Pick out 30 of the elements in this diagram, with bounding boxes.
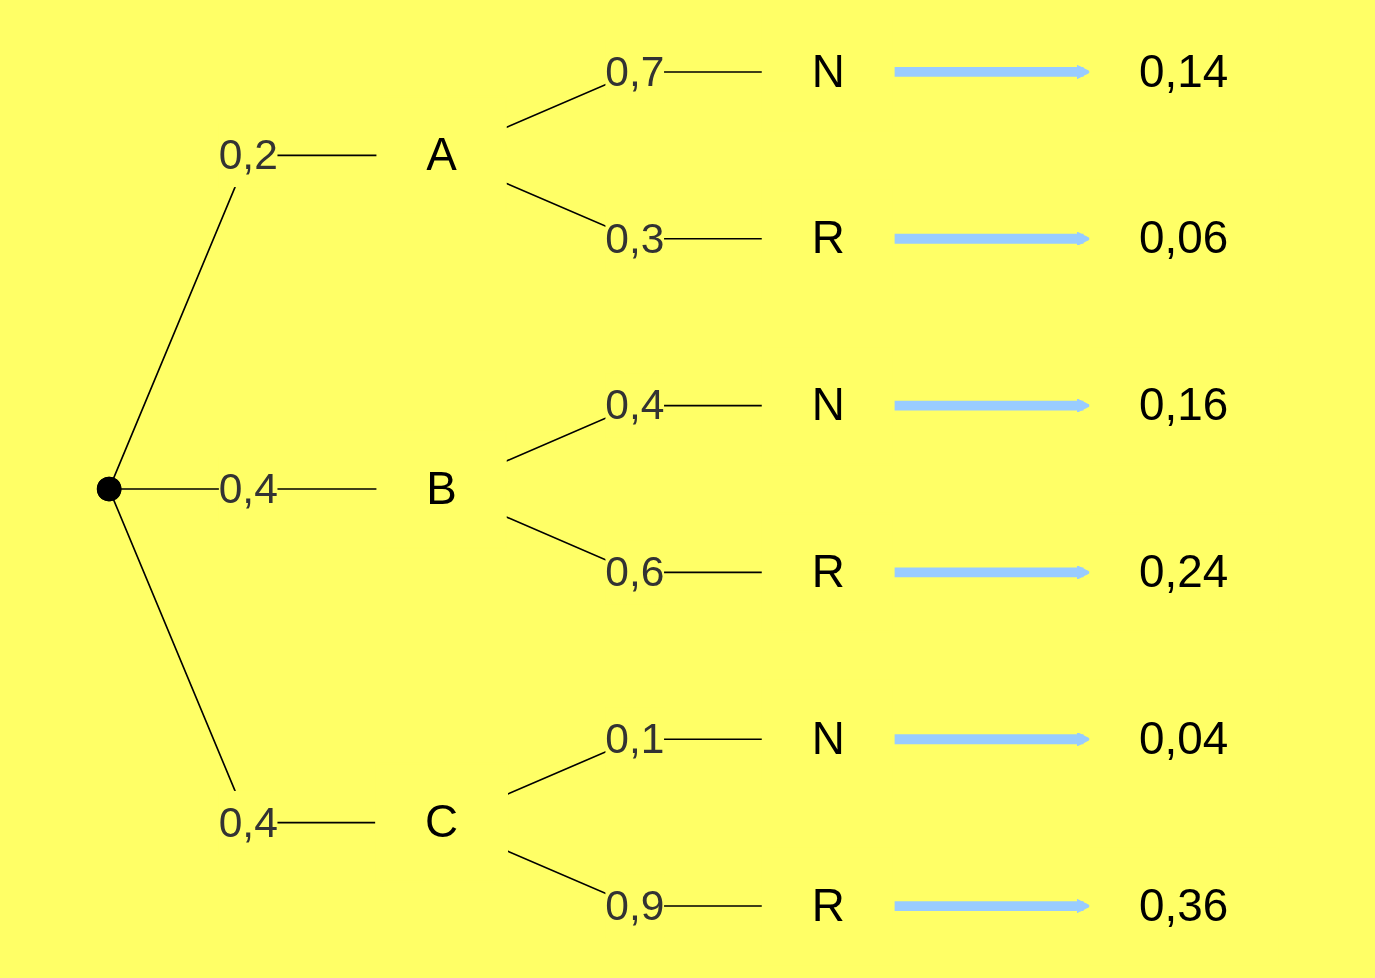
node-text: 0,06 xyxy=(1139,212,1229,264)
node-text: 0,16 xyxy=(1139,379,1229,431)
node-text: R xyxy=(811,212,845,264)
node-text: C xyxy=(425,796,459,848)
edge-label: 0,4 xyxy=(218,797,278,847)
arrow xyxy=(893,565,1091,580)
edge-label: 0,4 xyxy=(605,380,665,430)
node-text: N xyxy=(811,379,845,431)
node-text: 0,36 xyxy=(1139,879,1229,931)
edge-label: 0,2 xyxy=(218,130,278,180)
edge-label: 0,7 xyxy=(605,46,665,96)
node-text: B xyxy=(426,462,457,514)
node-text: A xyxy=(426,129,457,180)
node-text: 0,14 xyxy=(1139,45,1229,97)
arrow xyxy=(893,898,1091,914)
edge-label: 0,4 xyxy=(218,463,278,513)
node-text: 0,24 xyxy=(1139,546,1229,597)
edge-label: 0,6 xyxy=(605,547,665,597)
node-text: 0,04 xyxy=(1139,713,1229,764)
node-text: R xyxy=(811,879,845,931)
edge-label: 0,9 xyxy=(605,880,665,930)
node-text: R xyxy=(811,546,845,597)
node-text: N xyxy=(811,713,845,764)
arrow xyxy=(893,732,1091,747)
node-text: N xyxy=(811,45,845,97)
arrow xyxy=(893,231,1091,246)
edge-label: 0,3 xyxy=(605,213,665,263)
edge-label: 0,1 xyxy=(605,713,665,763)
arrow xyxy=(893,398,1091,413)
arrow xyxy=(893,64,1091,80)
